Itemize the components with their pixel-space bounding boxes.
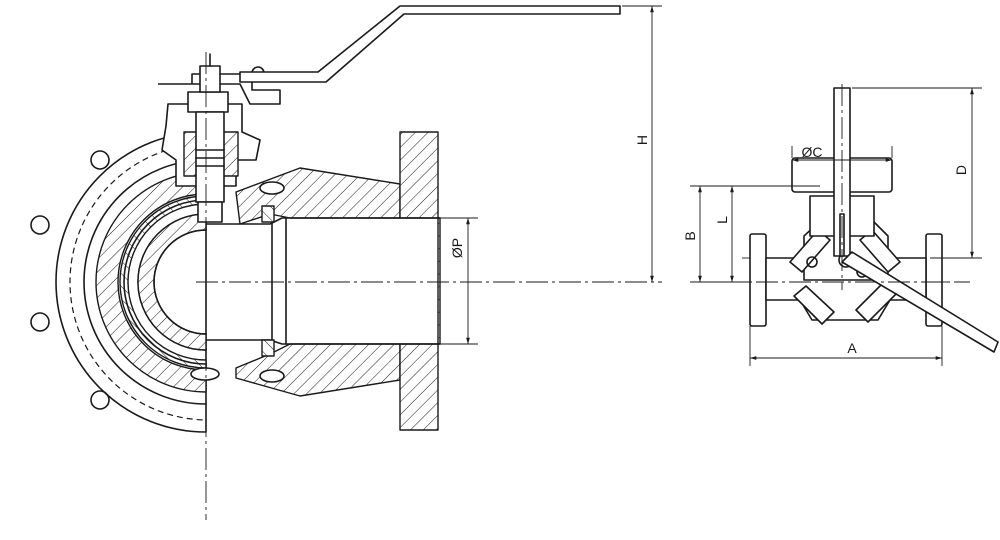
stem-assembly — [158, 53, 281, 223]
side-view — [690, 84, 999, 366]
dimension-d — [852, 87, 982, 259]
side-handle — [841, 251, 999, 353]
dimension-a — [749, 326, 943, 366]
dimension-c — [791, 146, 893, 162]
handle-lever — [239, 5, 621, 83]
dimension-b-label: B — [682, 231, 698, 240]
dimension-a-label: A — [847, 340, 857, 356]
ball-body-section — [95, 171, 207, 393]
dimension-l — [722, 185, 734, 282]
dimension-p-label: ØP — [449, 238, 465, 258]
dimension-p — [440, 217, 478, 345]
dimension-h-label: H — [634, 135, 650, 145]
dimension-h — [622, 5, 662, 282]
section-view — [30, 5, 662, 520]
side-bolting — [789, 229, 901, 325]
dimension-l-label: L — [714, 216, 730, 224]
valve-body — [190, 131, 441, 431]
dimension-d-label: D — [953, 165, 969, 175]
dimension-b — [690, 185, 820, 283]
dimension-c-label: ØC — [802, 144, 823, 160]
